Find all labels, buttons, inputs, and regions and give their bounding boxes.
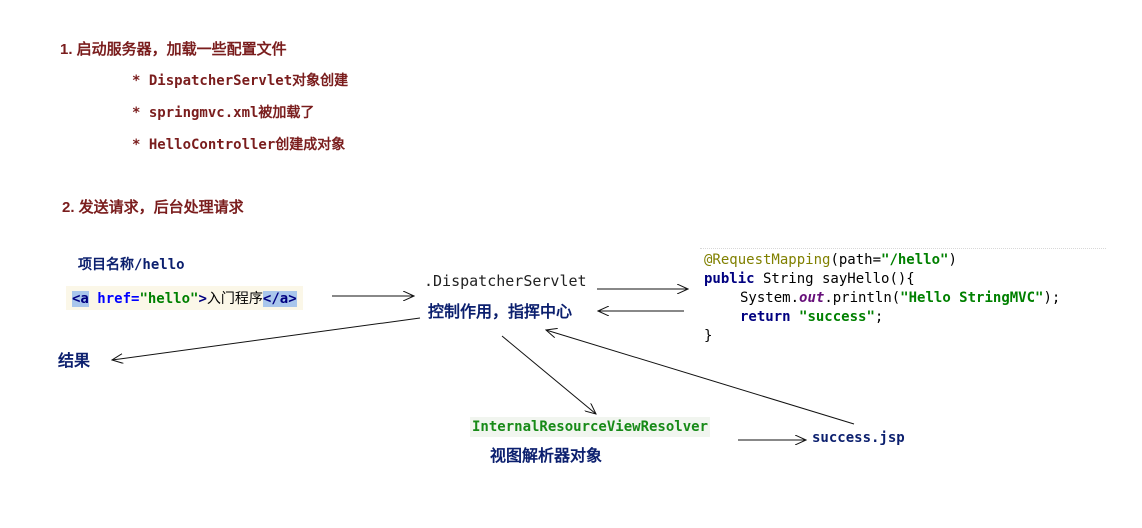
- link-close-tag: </a>: [262, 291, 297, 307]
- code-println-field: out: [799, 290, 825, 306]
- dispatcher-label: .DispatcherServlet: [424, 272, 587, 290]
- code-kw-return: return: [740, 309, 791, 325]
- resolver-role: 视图解析器对象: [490, 448, 603, 465]
- code-return-end: ;: [874, 309, 884, 325]
- link-attr-value: "hello": [139, 291, 199, 307]
- code-closing-brace: }: [704, 328, 713, 344]
- arrow-jsp-to-dispatcher: [546, 330, 855, 425]
- arrow-dispatcher-to-resolver: [501, 335, 596, 414]
- step-1-bullet-1: * DispatcherServlet对象创建: [132, 73, 349, 89]
- code-annotation: @RequestMapping: [704, 252, 831, 268]
- link-snippet: <a href="hello">入门程序</a>: [66, 286, 303, 310]
- code-kw-public: public: [704, 271, 755, 287]
- code-line-closing: }: [704, 327, 1106, 346]
- arrow-dispatcher-to-result: [112, 317, 421, 360]
- link-open-tag: <a: [72, 291, 89, 307]
- code-signature-rest: String sayHello(){: [754, 271, 915, 287]
- step-1-bullet-3: * HelloController创建成对象: [132, 137, 346, 153]
- resolver-label: InternalResourceViewResolver: [470, 417, 711, 437]
- link-close-bracket: >: [198, 291, 207, 307]
- code-line-signature: public String sayHello(){: [704, 270, 1106, 289]
- step-1-bullet-2: * springmvc.xml被加载了: [132, 105, 315, 121]
- code-println-end: );: [1043, 290, 1061, 306]
- code-println-prefix: System.: [740, 290, 800, 306]
- code-println-value: "Hello StringMVC": [900, 290, 1044, 306]
- project-label: 项目名称/hello: [78, 257, 185, 273]
- step-1-title: 1. 启动服务器，加载一些配置文件: [60, 41, 287, 58]
- code-annotation-value: "/hello": [881, 252, 949, 268]
- code-annotation-args-open: (path=: [830, 252, 882, 268]
- jsp-label: success.jsp: [812, 430, 905, 446]
- controller-code-block: @RequestMapping(path="/hello") public St…: [700, 248, 1106, 351]
- link-text: 入门程序: [206, 291, 263, 307]
- code-line-return: return "success";: [704, 308, 1106, 327]
- result-label: 结果: [58, 353, 91, 370]
- link-attr-name: href=: [97, 291, 140, 307]
- code-line-println: System.out.println("Hello StringMVC");: [704, 289, 1106, 308]
- code-line-annotation: @RequestMapping(path="/hello"): [704, 251, 1106, 270]
- code-annotation-args-close: ): [948, 252, 957, 268]
- code-return-value: "success": [799, 309, 875, 325]
- code-println-mid: .println(: [824, 290, 901, 306]
- dispatcher-role: 控制作用，指挥中心: [428, 304, 573, 321]
- step-2-title: 2. 发送请求，后台处理请求: [62, 199, 244, 216]
